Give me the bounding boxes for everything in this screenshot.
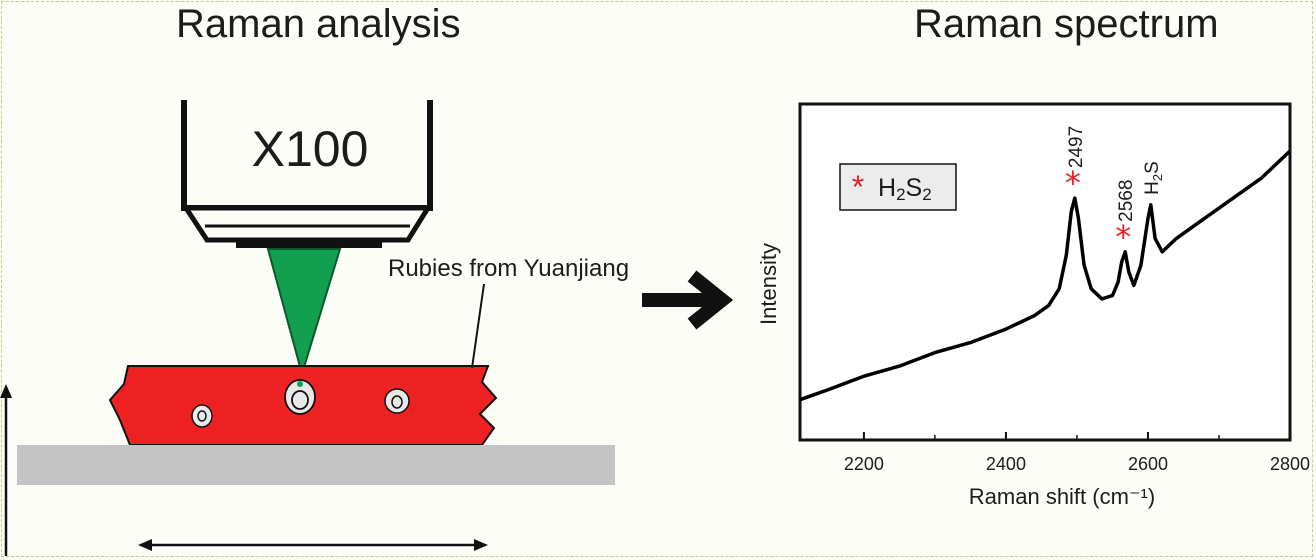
inclusion-left <box>191 404 213 428</box>
x-tick-label-2800: 2800 <box>1270 454 1310 474</box>
sample-leader-line <box>471 283 485 369</box>
plot-frame <box>798 102 1292 442</box>
peak-label-2568: 2568 <box>1116 180 1137 222</box>
legend-box <box>839 163 957 211</box>
objective-lens: X100 <box>181 100 433 248</box>
peak-label-2497: 2497 <box>1066 126 1087 168</box>
peak-marker-2568-icon: * <box>1115 218 1131 256</box>
horizontal-double-arrow <box>138 539 488 551</box>
x-axis-label: Raman shift (cm⁻¹) <box>969 484 1155 509</box>
raman-analysis-title: Raman analysis <box>176 2 461 46</box>
spectrum-line <box>799 149 1292 402</box>
inclusion-right <box>384 388 410 414</box>
laser-beam <box>266 248 342 378</box>
x-tick-label-2200: 2200 <box>844 454 884 474</box>
inclusion-center <box>284 379 316 415</box>
y-axis-label: Intensity <box>756 243 781 325</box>
objective-label: X100 <box>252 121 369 177</box>
raman-spectrum-title: Raman spectrum <box>914 2 1219 46</box>
x-tick-label-2400: 2400 <box>986 454 1026 474</box>
legend-star-icon: * <box>852 169 864 205</box>
peak-label-H2S: H2S <box>1142 161 1165 195</box>
vertical-arrow <box>0 384 12 556</box>
direction-arrow <box>642 270 734 330</box>
sample-label: Rubies from Yuanjiang <box>388 255 629 282</box>
peak-marker-2497-icon: * <box>1065 164 1081 202</box>
microscope-stage <box>17 445 615 485</box>
legend: * H2S2 <box>839 163 957 211</box>
x-tick-label-2600: 2600 <box>1128 454 1168 474</box>
